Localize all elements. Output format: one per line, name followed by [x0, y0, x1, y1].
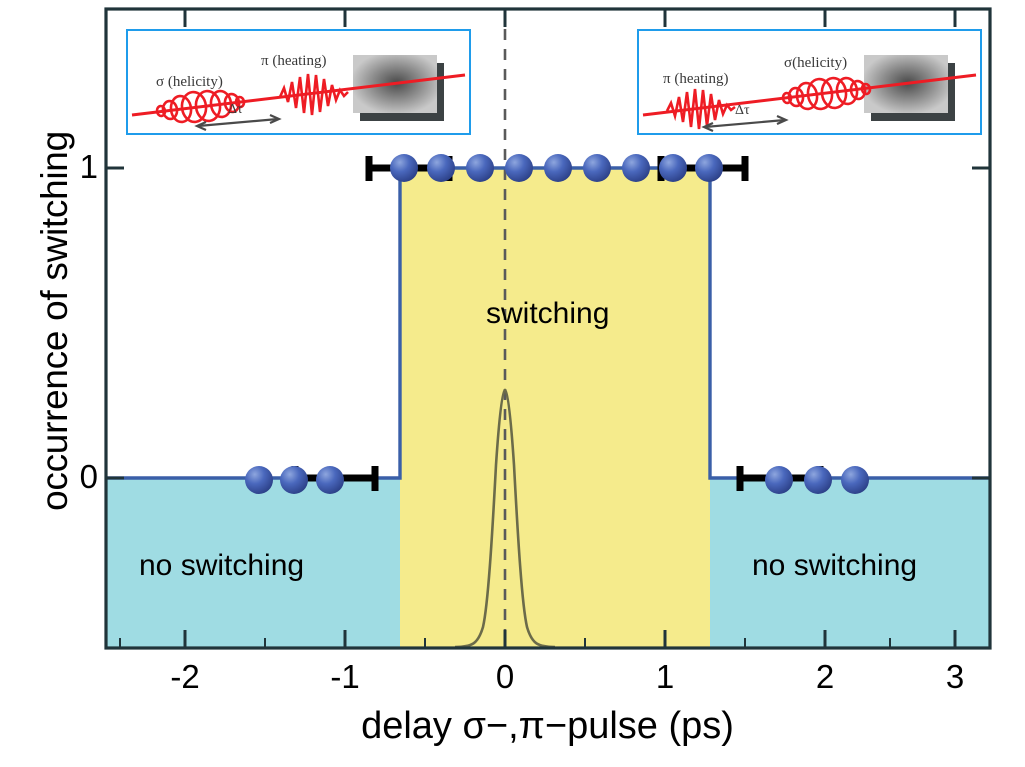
x-tick-label: 3 [945, 658, 965, 695]
x-axis-ticks-top [183, 9, 957, 27]
data-point [695, 154, 723, 182]
inset-left-pi-label: π (heating) [261, 53, 326, 69]
shaded-regions [106, 168, 990, 648]
region-label-no-switching-right: no switching [752, 549, 918, 582]
inset-left-sigma-label: σ (helicity) [156, 74, 223, 90]
y-tick-label: 0 [79, 458, 98, 495]
x-tick-label: 2 [815, 658, 835, 695]
data-point [505, 154, 533, 182]
data-point [390, 154, 418, 182]
y-axis-ticks [106, 166, 124, 480]
plot-frame [104, 7, 992, 650]
delay-arrow-icon [194, 113, 282, 132]
data-point [245, 466, 273, 494]
region-no-switching-right [710, 478, 990, 648]
beam-axis-line [642, 73, 977, 117]
data-point [804, 466, 832, 494]
y-axis-ticks-right [972, 166, 990, 480]
data-points-switching [390, 154, 723, 182]
region-label-switching: switching [486, 297, 610, 330]
data-point [841, 466, 869, 494]
data-point [316, 466, 344, 494]
cross-correlation-curve [454, 388, 556, 649]
data-point [765, 466, 793, 494]
data-points-no-switching-left [245, 466, 344, 494]
delay-arrow-icon [701, 114, 789, 133]
x-axis-minor-ticks [119, 638, 891, 648]
inset-right-sigma-label: σ(helicity) [784, 55, 847, 71]
x-tick-label: -1 [330, 658, 360, 695]
sigma-helicity-pulse-icon [781, 76, 872, 111]
inset-left: σ (helicity) π (heating) Δτ [126, 29, 471, 135]
x-tick-label: 1 [655, 658, 675, 695]
data-point [427, 154, 455, 182]
inset-right-pi-label: π (heating) [663, 71, 728, 87]
data-point [583, 154, 611, 182]
data-point [466, 154, 494, 182]
data-point [544, 154, 572, 182]
x-axis-title: delay σ−,π−pulse (ps) [361, 705, 734, 747]
x-tick-label: 0 [495, 658, 515, 695]
data-points-no-switching-right [765, 466, 869, 494]
inset-left-delay-label: Δτ [228, 102, 243, 117]
region-switching [400, 168, 710, 648]
region-label-no-switching-left: no switching [139, 549, 305, 582]
pi-heating-pulse-icon [665, 88, 736, 130]
pi-heating-pulse-icon [278, 73, 349, 116]
y-axis-title: occurrence of switching [34, 131, 75, 511]
sigma-helicity-pulse-icon [155, 89, 246, 124]
inset-right-delay-label: Δτ [735, 103, 750, 118]
x-axis-ticks [183, 630, 957, 648]
data-point [280, 466, 308, 494]
y-tick-label: 1 [79, 148, 98, 185]
x-tick-label: -2 [170, 658, 200, 695]
data-point [659, 154, 687, 182]
region-no-switching-left [106, 478, 400, 648]
inset-right: π (heating) σ(helicity) Δτ [637, 29, 982, 135]
data-point [622, 154, 650, 182]
